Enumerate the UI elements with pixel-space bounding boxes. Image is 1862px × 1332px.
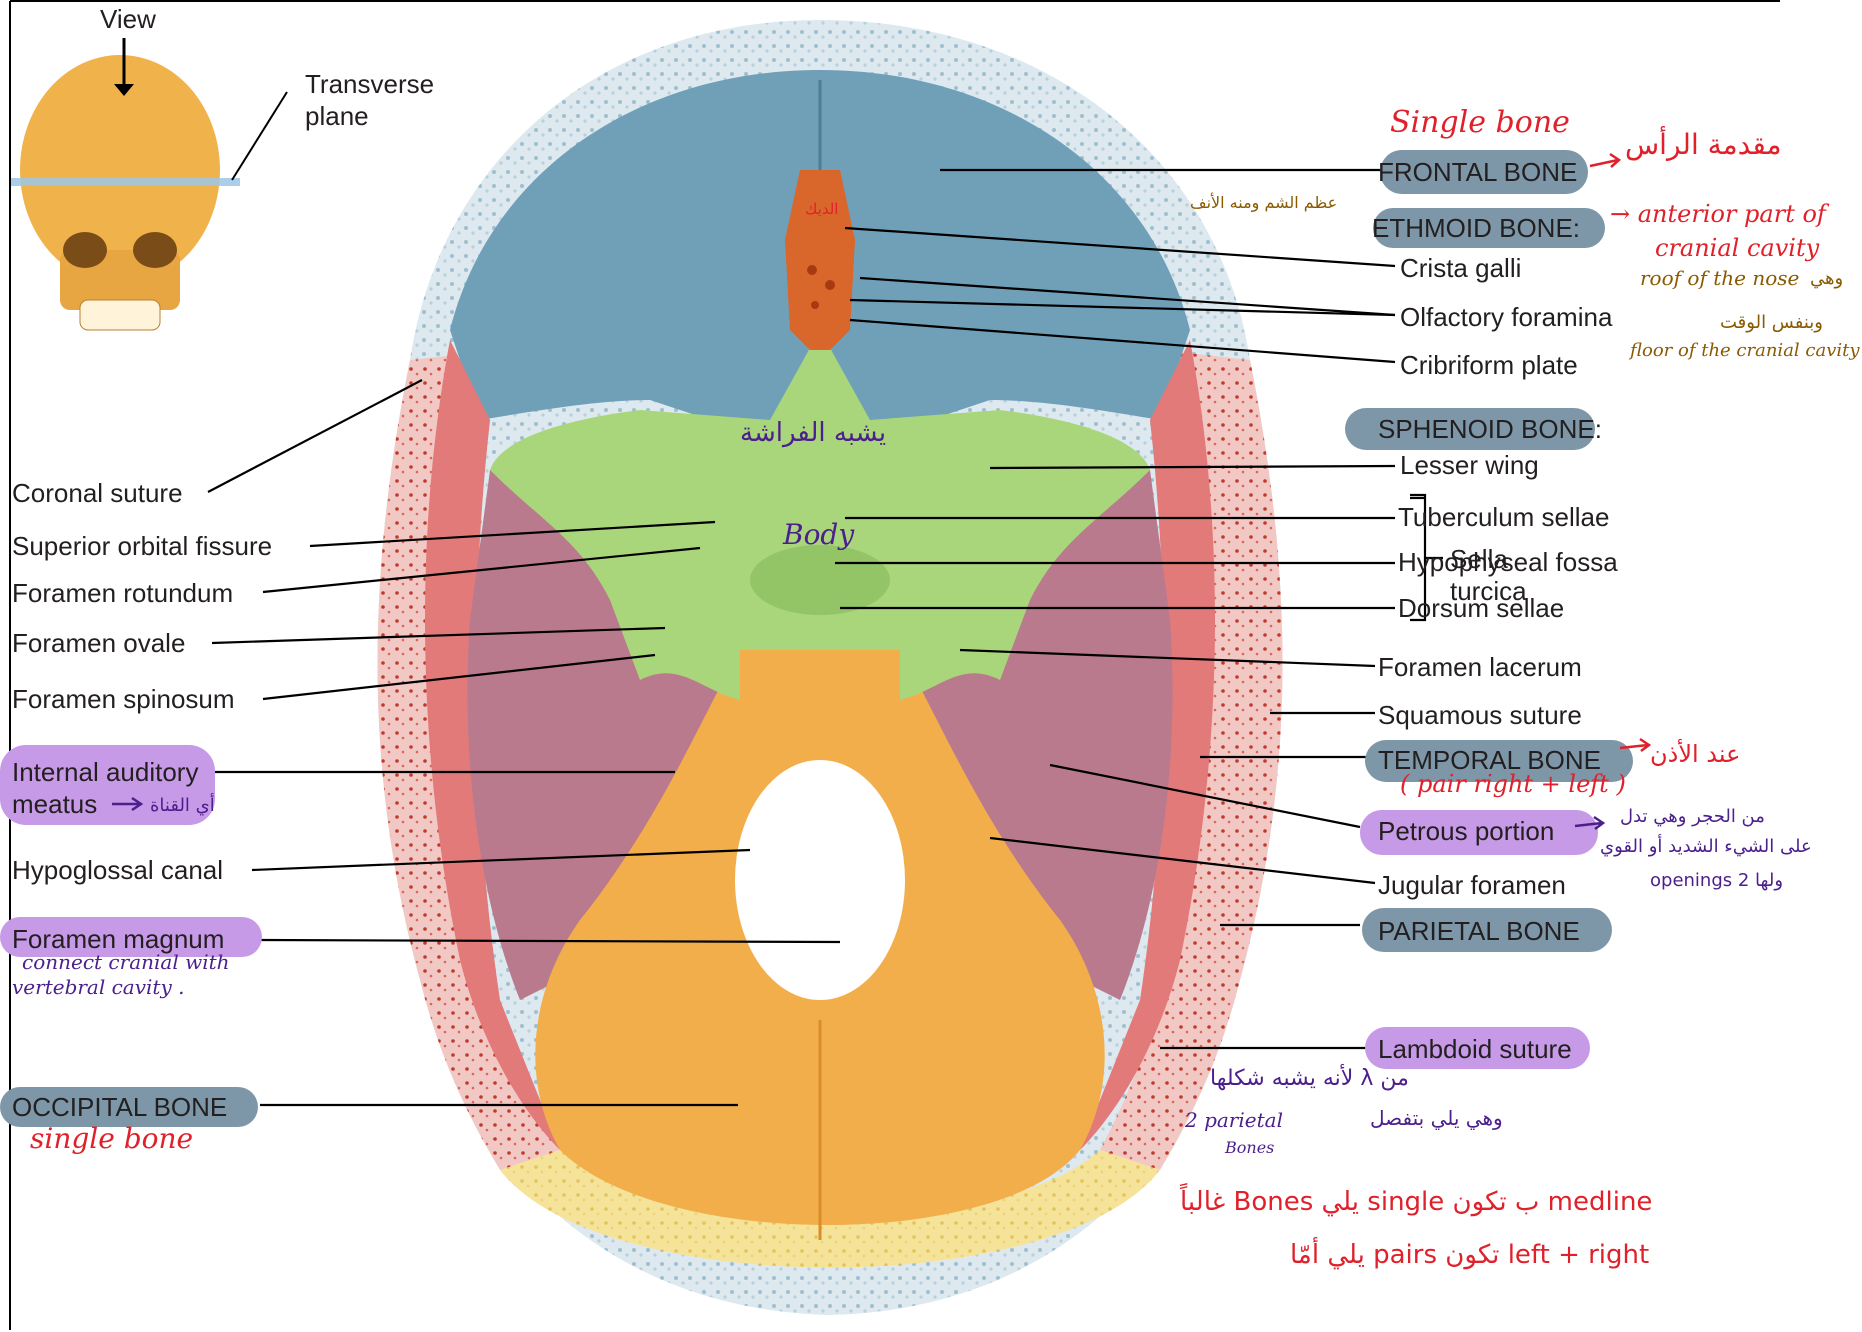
sella-turcica-label: Sella turcica <box>1450 543 1527 607</box>
note-floor-cranial: floor of the cranial cavity <box>1630 340 1860 361</box>
parietal-bone-label: PARIETAL BONE <box>1378 916 1580 946</box>
note-petrous-arabic-2: على الشيء الشديد أو القوي <box>1600 836 1812 857</box>
note-ethmoid-desc-1: → anterior part of <box>1610 200 1826 228</box>
sphenoid-bone-label: SPHENOID BONE: <box>1378 414 1602 444</box>
ethmoid-bone-label: ETHMOID BONE: <box>1372 213 1580 243</box>
olfactory-foramina-label: Olfactory foramina <box>1400 302 1612 332</box>
foramen-lacerum-label: Foramen lacerum <box>1378 652 1582 682</box>
note-magnum-1: connect cranial with <box>22 950 230 974</box>
note-pairs-left-right: left + right تكون pairs يلي أمّا <box>1290 1240 1649 1270</box>
occipital-bone-label: OCCIPITAL BONE <box>12 1092 227 1122</box>
frontal-bone-label: FRONTAL BONE <box>1378 157 1577 187</box>
note-ethmoid-desc-2: cranial cavity <box>1655 234 1819 262</box>
note-single-bone-top: Single bone <box>1390 105 1570 140</box>
foramen-ovale-label: Foramen ovale <box>12 628 185 658</box>
note-petrous-arabic-3: ولها 2 openings <box>1650 870 1783 891</box>
inset-skull-illustration <box>10 55 240 330</box>
jugular-foramen-label: Jugular foramen <box>1378 870 1566 900</box>
note-magnum-2: vertebral cavity . <box>12 975 184 999</box>
cribriform-plate-label: Cribriform plate <box>1400 350 1578 380</box>
note-pair: ( pair right + left ) <box>1400 770 1626 798</box>
foramen-rotundum-label: Foramen rotundum <box>12 578 233 608</box>
squamous-suture-label: Squamous suture <box>1378 700 1582 730</box>
lambdoid-suture-label: Lambdoid suture <box>1378 1034 1572 1064</box>
note-lambda-arabic-2: وهي يلي بتفصل <box>1370 1106 1503 1130</box>
lesser-wing-label: Lesser wing <box>1400 450 1539 480</box>
hypoglossal-canal-label: Hypoglossal canal <box>12 855 223 885</box>
view-label: View <box>100 4 156 34</box>
foramen-magnum-hole <box>735 760 905 1000</box>
note-petrous-arabic-1: من الحجر وهي تدل <box>1620 806 1765 827</box>
note-two-parietal: 2 parietal <box>1185 1108 1283 1132</box>
note-ethmoid-arabic: عظم الشم ومنه الأنف <box>1190 193 1337 212</box>
note-same-time-arabic: وبنفس الوقت <box>1720 312 1823 333</box>
tuberculum-sellae-label: Tuberculum sellae <box>1398 502 1609 532</box>
transverse-plane-label: Transverse plane <box>305 68 434 132</box>
petrous-portion-label: Petrous portion <box>1378 816 1554 846</box>
note-roof-nose: roof of the nose <box>1640 266 1799 290</box>
note-body: Body <box>783 518 854 551</box>
note-crista-arabic: الديك <box>805 200 838 218</box>
foramen-spinosum-label: Foramen spinosum <box>12 684 235 714</box>
note-ear-arabic: عند الأذن <box>1650 740 1740 768</box>
note-lambda-arabic-1: من λ لأنه يشبه شكلها <box>1210 1066 1409 1091</box>
note-butterfly-arabic: يشبه الفراشة <box>740 418 886 448</box>
note-and-arabic: وهي <box>1810 268 1843 289</box>
coronal-suture-label: Coronal suture <box>12 478 183 508</box>
crista-galli-label: Crista galli <box>1400 253 1521 283</box>
note-frontal-arabic: مقدمة الرأس <box>1625 128 1782 161</box>
superior-orbital-fissure-label: Superior orbital fissure <box>12 531 272 561</box>
note-bones: Bones <box>1225 1138 1274 1157</box>
note-single-midline: medline ب تكون single يلي Bones غالباً <box>1180 1187 1652 1217</box>
note-meatus-arabic: أي القناة <box>150 795 215 816</box>
note-single-bone-bottom: single bone <box>30 1122 193 1155</box>
ethmoid-bone-region <box>785 170 855 350</box>
